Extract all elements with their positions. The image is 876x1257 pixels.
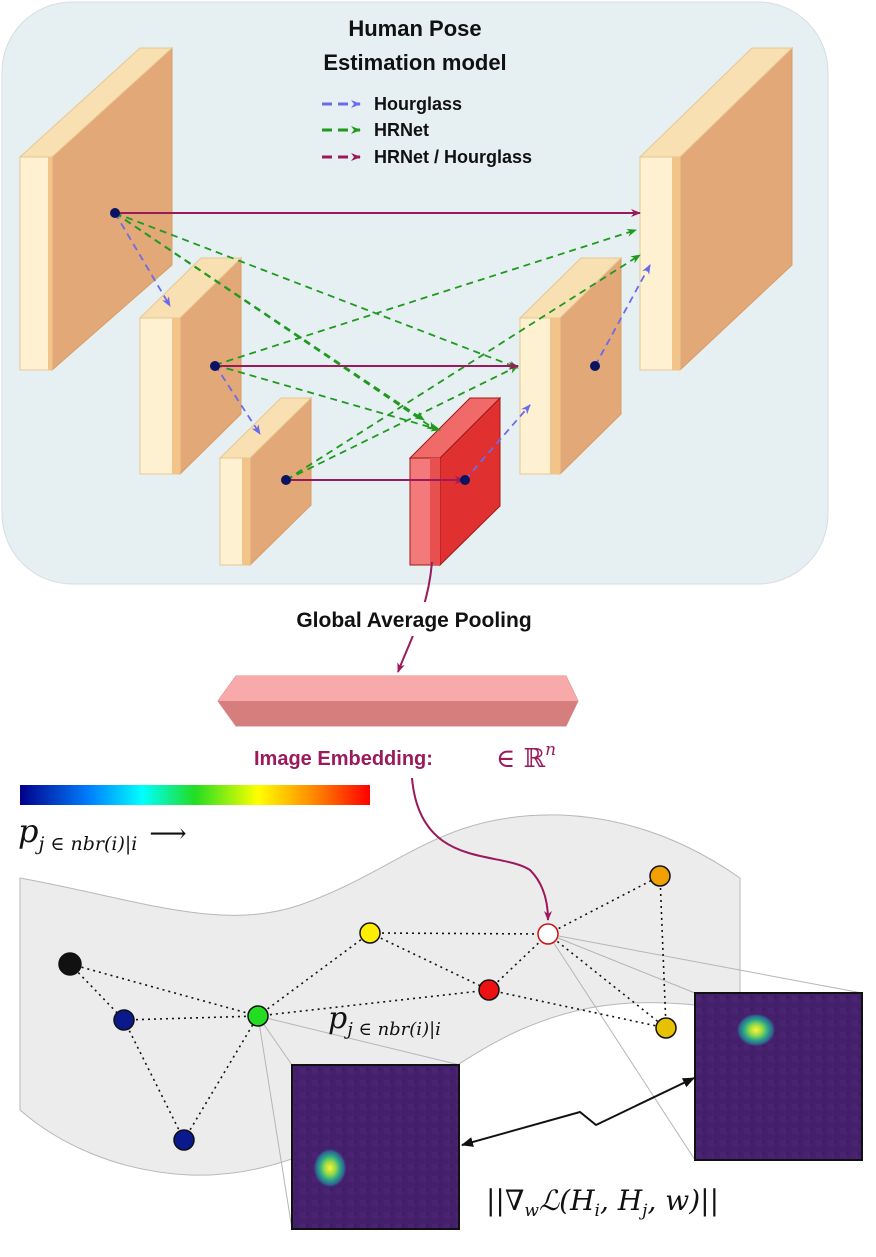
graph-node-white bbox=[537, 923, 559, 945]
graph-node-green bbox=[247, 1005, 269, 1027]
hrnet-connections bbox=[114, 212, 641, 481]
legend-hourglass: Hourglass bbox=[322, 94, 462, 114]
gradient-loss: ℒ(H bbox=[539, 1184, 595, 1217]
gradient-end: , w)|| bbox=[647, 1184, 719, 1217]
graph-node-red bbox=[478, 979, 500, 1001]
gradient-norm-label: ||∇wℒ(Hi, Hj, w)|| bbox=[486, 1184, 719, 1221]
graph-node-blue-left bbox=[113, 1009, 135, 1031]
gradient-w: w bbox=[524, 1201, 539, 1221]
hourglass-connections bbox=[114, 212, 651, 481]
embedding-connector bbox=[411, 777, 552, 921]
gradient-i: i bbox=[595, 1201, 600, 1221]
heatmap-right bbox=[694, 992, 863, 1161]
color-bar-sub: j ∈ nbr(i)|i bbox=[34, 833, 137, 855]
graph-edges bbox=[69, 875, 667, 1141]
legend-hrnet-hourglass-label: HRNet / Hourglass bbox=[374, 147, 532, 167]
gradient-j: j bbox=[638, 1201, 648, 1221]
graph-node-black bbox=[58, 952, 82, 976]
gradient-arrow bbox=[461, 1077, 695, 1147]
edge-label-p: p bbox=[328, 1001, 347, 1036]
legend-hrnet-label: HRNet bbox=[374, 120, 429, 140]
color-bar-label: pj ∈ nbr(i)|i ⟶ bbox=[18, 812, 187, 855]
embedding-set: ∈ ℝ bbox=[496, 744, 546, 774]
shared-skip-connections bbox=[115, 209, 641, 484]
color-bar-p: p bbox=[18, 812, 38, 850]
bottleneck-block bbox=[408, 396, 502, 567]
edge-probability-label: pj ∈ nbr(i)|i bbox=[328, 1001, 441, 1040]
embedding-dim: n bbox=[545, 740, 556, 760]
model-title-line2: Estimation model bbox=[323, 50, 506, 75]
edge-label-sub: j ∈ nbr(i)|i bbox=[343, 1019, 441, 1040]
embedding-label: Image Embedding: bbox=[254, 748, 433, 770]
gradient-open: ||∇ bbox=[486, 1184, 524, 1217]
legend-hourglass-label: Hourglass bbox=[374, 94, 462, 114]
pooling-label-bg bbox=[264, 602, 564, 636]
legend: Hourglass HRNet HRNet / Hourglass bbox=[322, 94, 532, 167]
color-bar-arrow: ⟶ bbox=[149, 819, 186, 849]
manifold-sheet bbox=[19, 814, 741, 1176]
feature-slab-3 bbox=[218, 396, 313, 567]
legend-hrnet-hourglass: HRNet / Hourglass bbox=[322, 147, 532, 167]
feature-slab-5 bbox=[638, 46, 794, 372]
pooling-label: Global Average Pooling bbox=[296, 609, 531, 632]
feature-dots bbox=[110, 208, 600, 485]
embedding-math: ∈ ℝn bbox=[496, 740, 556, 774]
feature-slab-2 bbox=[138, 256, 243, 476]
color-bar bbox=[20, 785, 370, 805]
gradient-mid: , H bbox=[600, 1184, 643, 1217]
heatmap-left bbox=[291, 1064, 460, 1230]
graph-node-orange bbox=[649, 865, 671, 887]
embedding-bar bbox=[217, 675, 579, 727]
graph-node-blue-bottom bbox=[173, 1129, 195, 1151]
graph-nodes bbox=[58, 865, 677, 1151]
graph-node-gold bbox=[655, 1017, 677, 1039]
legend-hrnet: HRNet bbox=[322, 120, 429, 140]
model-title-line1: Human Pose bbox=[348, 16, 481, 41]
graph-node-yellow bbox=[359, 922, 381, 944]
